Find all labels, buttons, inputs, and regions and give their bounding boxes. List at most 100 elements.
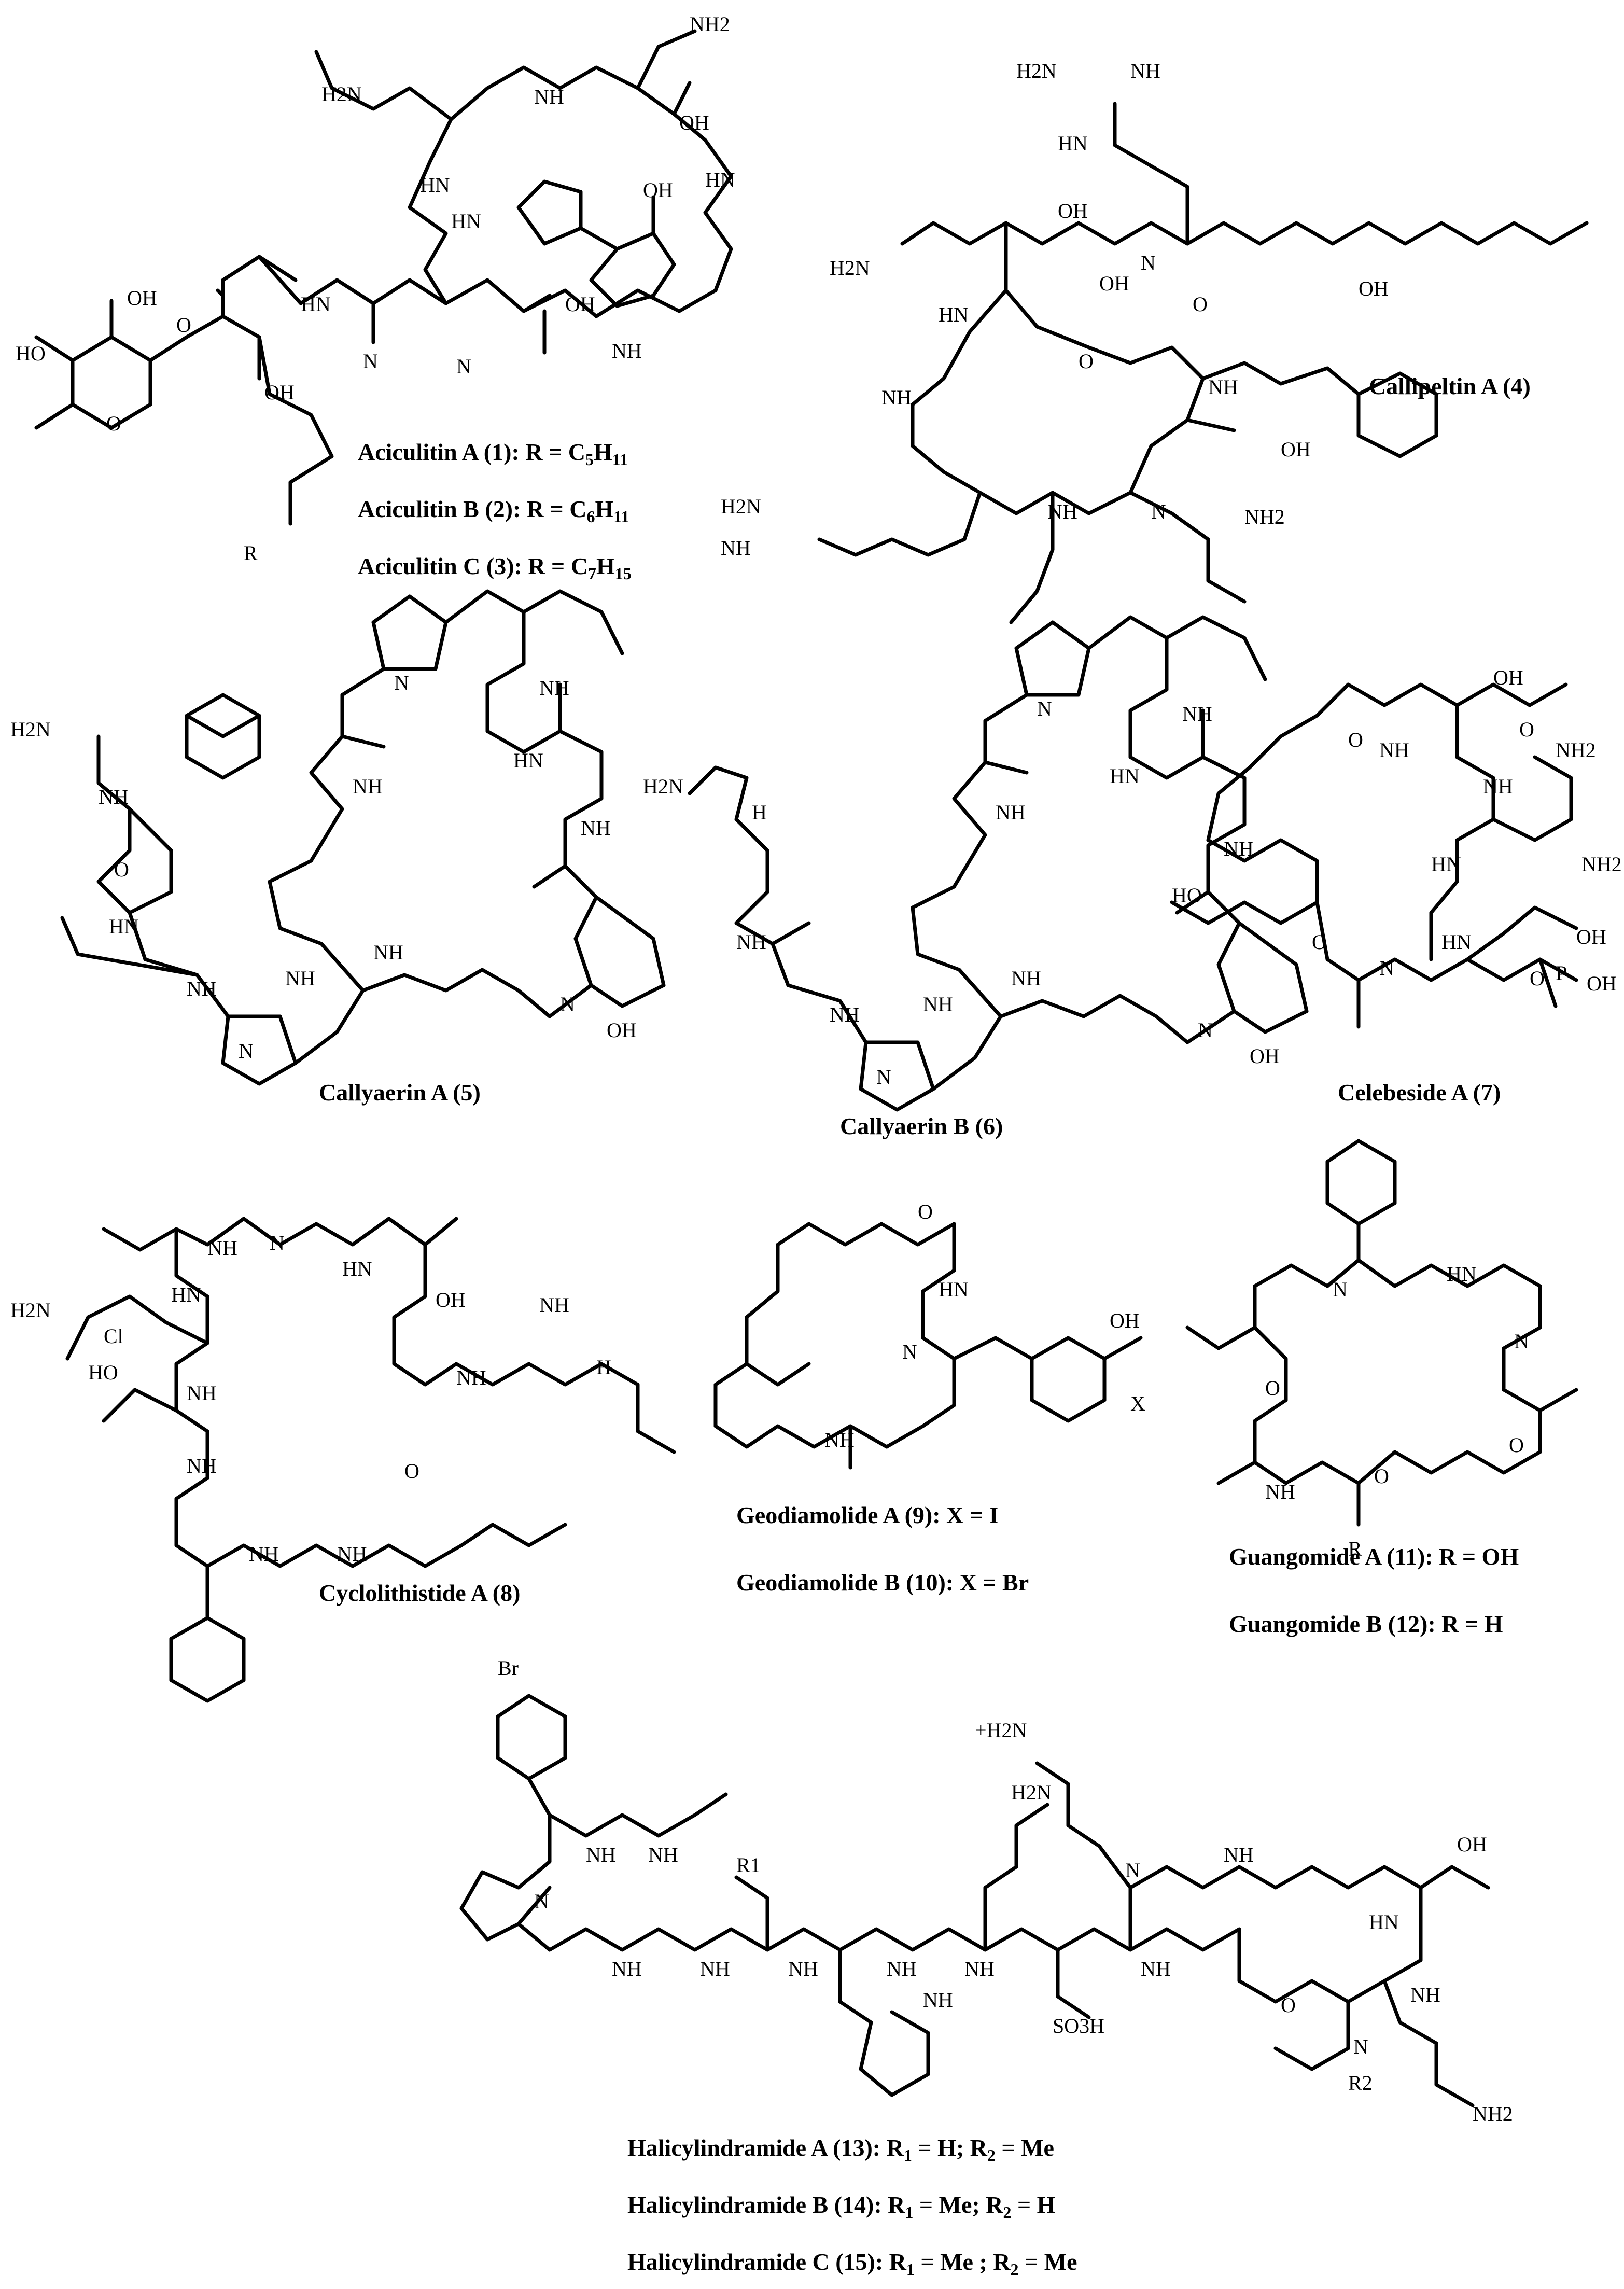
atom-label: R1 [736,1853,761,1877]
caption-cyclolithistide-a: Cyclolithistide A (8) [319,1580,521,1606]
caption-halicylindramide-c: Halicylindramide C (15): R1 = Me ; R2 = … [627,2249,1077,2279]
atom-label: NH [881,386,912,409]
atom-label: NH2 [1244,505,1285,528]
atom-label: N [270,1231,285,1254]
atom-label: NH [1182,702,1212,725]
atom-label: H2N [321,82,362,106]
atom-label: N [394,671,409,694]
atom-label: O [1281,1993,1296,2017]
atom-label: NH [249,1542,279,1566]
atom-label: O [176,313,191,337]
caption-aciculitin-c: Aciculitin C (3): R = C7H15 [358,553,632,583]
atom-label: HN [1369,1910,1399,1934]
celebeside-structure [1170,682,1578,1029]
atom-label: NH [830,1003,860,1026]
atom-label: O [404,1459,419,1483]
atom-label: O [114,858,129,881]
atom-label: NH [1141,1957,1171,1980]
caption-callyaerin-b: Callyaerin B (6) [840,1113,1003,1139]
atom-label: NH [1265,1480,1295,1503]
atom-label: NH [824,1428,855,1451]
atom-label: NH [539,676,569,700]
atom-label: N [1125,1859,1140,1882]
atom-label: OH [1099,272,1129,295]
caption-halicylindramide-a: Halicylindramide A (13): R1 = H; R2 = Me [627,2134,1054,2165]
atom-label: SO3H [1053,2014,1104,2037]
atom-label: +H2N [975,1719,1027,1742]
atom-label: HN [342,1257,372,1280]
atom-label: NH [1483,775,1513,798]
atom-label: NH [353,775,383,798]
atom-label: OH [1457,1833,1487,1856]
atom-label: OH [565,292,595,316]
atom-label: NH [285,967,315,990]
atom-label: NH2 [690,12,730,36]
aciculitin-structure [34,29,733,526]
atom-label: NH [1047,500,1077,523]
atom-label: O [106,412,121,435]
atom-label: HN [939,303,969,326]
atom-label: N [363,350,378,373]
atom-label: NH [373,941,403,964]
atom-label: OH [643,178,673,202]
atom-label: OH [1359,277,1389,300]
atom-label: H2N [10,718,51,741]
atom-label: O [1348,728,1363,751]
atom-label: O [1265,1376,1280,1400]
atom-label: NH [964,1957,995,1980]
atom-label: NH2 [1581,853,1622,876]
atom-label: NH [187,977,217,1000]
atom-label: N [1333,1278,1348,1301]
atom-label: OH [436,1288,466,1311]
atom-label: H [596,1356,611,1379]
atom-label: P [1556,961,1567,985]
atom-label: N [1151,500,1166,523]
atom-label: H2N [643,775,683,798]
atom-label: NH2 [1473,2102,1513,2126]
caption-guangomide-b: Guangomide B (12): R = H [1229,1611,1503,1637]
atom-label: N [876,1065,891,1088]
atom-label: H2N [1016,59,1057,82]
atom-label: NH [923,1988,953,2012]
atom-label: O [1530,967,1545,990]
atom-label: Cl [104,1324,123,1348]
callyaerin-a-structure [60,589,666,1086]
atom-label: R [244,541,258,565]
atom-label: NH [721,536,751,560]
atom-label: OH [607,1018,637,1042]
atom-label: O [1193,292,1208,316]
halicylindramide-structure [459,1694,1490,2107]
atom-label: NH [456,1366,486,1389]
geodiamolide-structure [713,1222,1143,1470]
atom-label: NH2 [1556,738,1596,762]
atom-label: H [752,801,767,824]
guangomide-structure [1185,1139,1578,1527]
atom-label: NH [581,816,611,840]
caption-callyaerin-a: Callyaerin A (5) [319,1079,481,1106]
caption-geodiamolide-b: Geodiamolide B (10): X = Br [736,1569,1029,1596]
caption-celebeside-a: Celebeside A (7) [1338,1079,1501,1106]
atom-label: NH [586,1843,616,1866]
atom-label: N [239,1039,254,1063]
atom-label: O [1374,1464,1389,1488]
atom-label: OH [679,111,709,134]
atom-label: HN [451,210,481,233]
atom-label: NH [612,1957,642,1980]
atom-label: HN [513,749,543,772]
caption-aciculitin-a: Aciculitin A (1): R = C5H11 [358,439,628,469]
atom-label: N [560,993,575,1016]
atom-label: HN [171,1283,201,1306]
atom-label: OH [1110,1309,1140,1332]
atom-label: NH [187,1381,217,1405]
atom-label: NH [923,993,953,1016]
atom-label: N [1037,697,1052,720]
atom-label: N [902,1340,917,1363]
atom-label: OH [1250,1044,1280,1068]
atom-label: NH [1224,1843,1254,1866]
atom-label: OH [1587,972,1617,995]
atom-label: NH [612,339,642,362]
atom-label: OH [1493,666,1523,689]
atom-label: HN [1441,930,1472,954]
callipeltin-structure [817,102,1589,624]
atom-label: HN [939,1278,969,1301]
